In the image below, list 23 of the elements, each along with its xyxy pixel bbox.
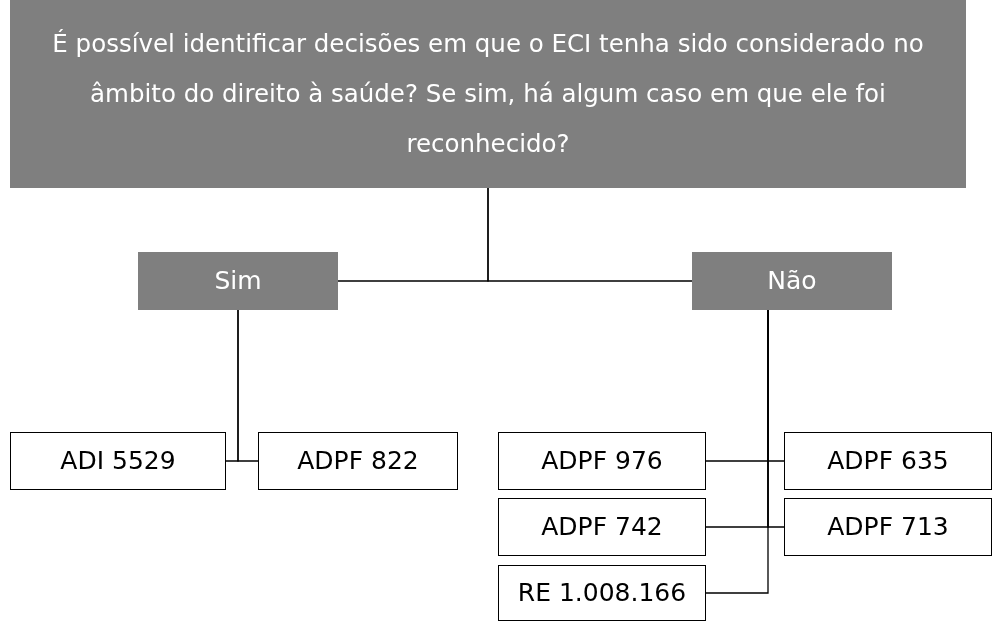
- case-box: [498, 498, 706, 556]
- connector-line: [487, 187, 693, 282]
- node-text: Sim: [214, 266, 262, 296]
- connector-line: [237, 309, 259, 462]
- node-text: RE 1.008.166: [517, 578, 687, 608]
- case-box: [258, 432, 458, 490]
- answer-box: [138, 252, 338, 310]
- node-text: ADPF 822: [297, 446, 419, 476]
- node-text: Não: [767, 266, 817, 296]
- case-box: [498, 432, 706, 490]
- case-box: [10, 432, 226, 490]
- case-box: [784, 498, 992, 556]
- answer-box: [692, 252, 892, 310]
- node-text: ADI 5529: [60, 446, 176, 476]
- node-text: ADPF 742: [541, 512, 663, 542]
- case-box: [498, 565, 706, 621]
- node-text: ADPF 635: [827, 446, 949, 476]
- connector-line: [705, 309, 769, 594]
- node-text: ADPF 713: [827, 512, 949, 542]
- question-box: [10, 0, 966, 188]
- node-text: ADPF 976: [541, 446, 663, 476]
- node-text: É possível identificar decisões em que o ECI tenha sido considerado no âmbito do direito à saúde? Se sim, há algum caso em que ele foi reconhecido?: [51, 28, 925, 160]
- case-box: [784, 432, 992, 490]
